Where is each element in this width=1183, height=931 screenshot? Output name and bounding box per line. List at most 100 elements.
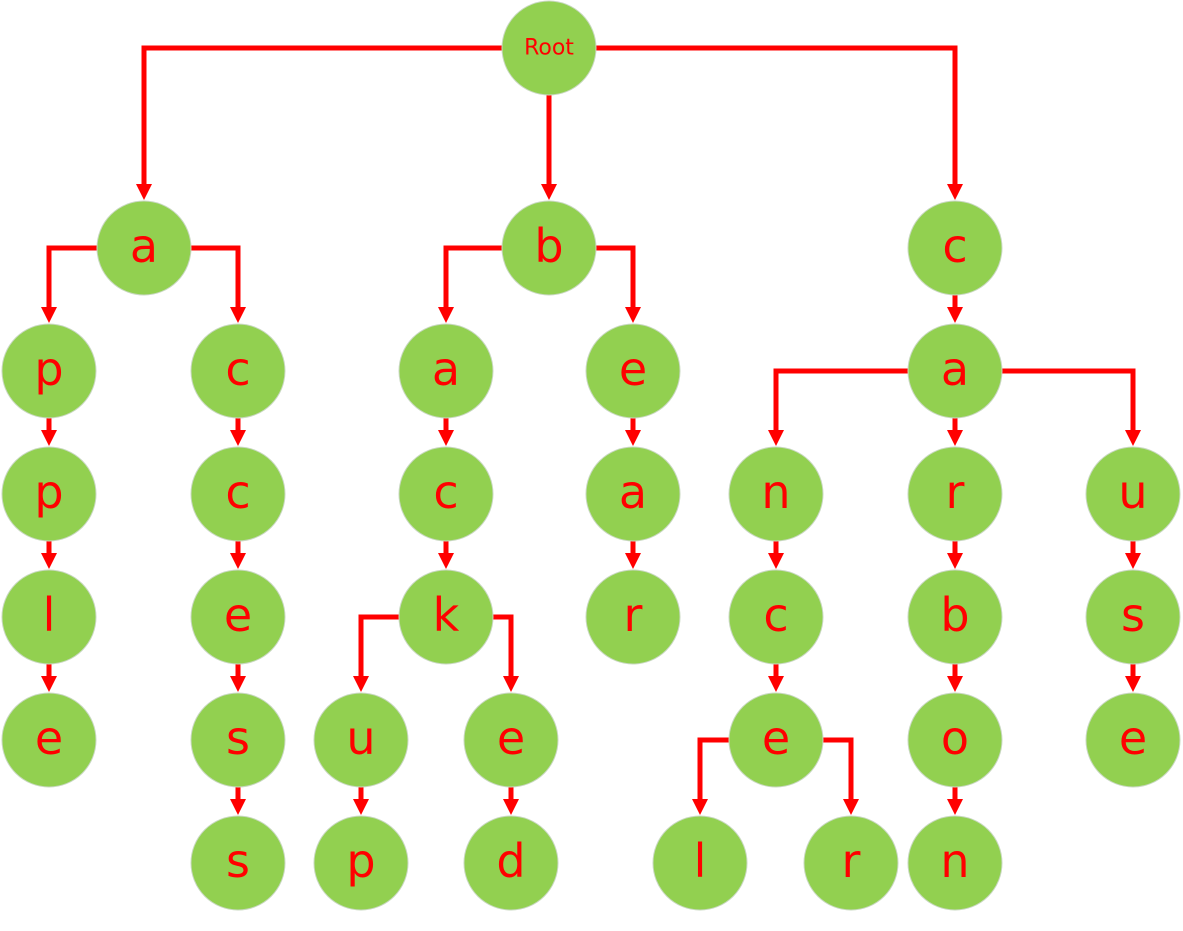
- node-label: e: [497, 711, 525, 765]
- node-label: e: [762, 711, 790, 765]
- trie-node: u: [1085, 446, 1181, 542]
- arrowhead-icon: [41, 430, 57, 446]
- node-label: c: [763, 588, 788, 642]
- node-label: n: [761, 465, 790, 519]
- edge-line: [773, 368, 911, 435]
- node-circle: [190, 569, 286, 665]
- node-circle: [1085, 692, 1181, 788]
- node-label: l: [43, 588, 56, 642]
- trie-node: p: [1, 323, 97, 419]
- node-label: Root: [524, 36, 574, 61]
- edge-arrow: [768, 661, 784, 692]
- edge-arrow: [136, 45, 505, 200]
- trie-node: k: [398, 569, 494, 665]
- node-label: d: [496, 834, 525, 888]
- arrowhead-icon: [230, 799, 246, 815]
- node-circle: [585, 569, 681, 665]
- trie-node: l: [1, 569, 97, 665]
- node-circle: [313, 815, 409, 911]
- node-label: r: [842, 834, 861, 888]
- arrowhead-icon: [947, 184, 963, 200]
- trie-node: Root: [501, 0, 597, 96]
- arrowhead-icon: [625, 430, 641, 446]
- edge-arrow: [230, 784, 246, 815]
- node-circle: [463, 815, 559, 911]
- node-circle: [398, 323, 494, 419]
- edge-arrow: [188, 245, 246, 323]
- trie-node: c: [190, 446, 286, 542]
- node-label: b: [940, 588, 969, 642]
- edge-arrow: [593, 45, 963, 200]
- node-circle: [96, 200, 192, 296]
- node-label: c: [225, 342, 250, 396]
- edge-arrow: [41, 538, 57, 569]
- trie-node: r: [803, 815, 899, 911]
- node-label: r: [946, 465, 965, 519]
- edge-line: [593, 45, 958, 189]
- node-circle: [585, 323, 681, 419]
- trie-node: n: [728, 446, 824, 542]
- edge-arrow: [947, 661, 963, 692]
- trie-node: u: [313, 692, 409, 788]
- node-label: k: [433, 588, 460, 642]
- node-label: p: [34, 465, 63, 519]
- arrowhead-icon: [438, 307, 454, 323]
- node-circle: [398, 446, 494, 542]
- edge-arrow: [947, 538, 963, 569]
- node-circle: [728, 569, 824, 665]
- node-circle: [1085, 569, 1181, 665]
- trie-node: a: [585, 446, 681, 542]
- node-label: s: [226, 711, 250, 765]
- node-label: a: [619, 465, 647, 519]
- node-circle: [728, 446, 824, 542]
- edge-line: [593, 245, 636, 312]
- arrowhead-icon: [438, 553, 454, 569]
- arrowhead-icon: [41, 307, 57, 323]
- trie-node: d: [463, 815, 559, 911]
- arrowhead-icon: [843, 799, 859, 815]
- node-label: l: [694, 834, 707, 888]
- edge-arrow: [692, 737, 732, 815]
- node-label: a: [130, 219, 158, 273]
- edge-arrow: [625, 415, 641, 446]
- node-label: a: [432, 342, 460, 396]
- edge-line: [443, 245, 505, 312]
- node-label: s: [1121, 588, 1145, 642]
- edge-arrow: [768, 368, 911, 446]
- node-label: e: [1119, 711, 1147, 765]
- arrowhead-icon: [947, 553, 963, 569]
- trie-node: e: [1085, 692, 1181, 788]
- arrowhead-icon: [1125, 676, 1141, 692]
- edge-arrow: [438, 245, 505, 323]
- node-label: s: [226, 834, 250, 888]
- edge-arrow: [593, 245, 641, 323]
- arrowhead-icon: [503, 676, 519, 692]
- node-circle: [907, 323, 1003, 419]
- arrowhead-icon: [503, 799, 519, 815]
- node-circle: [501, 200, 597, 296]
- edge-arrow: [353, 614, 402, 692]
- edge-arrow: [947, 292, 963, 323]
- edge-arrow: [1125, 661, 1141, 692]
- node-circle: [907, 692, 1003, 788]
- edge-line: [46, 245, 100, 312]
- edge-line: [490, 614, 514, 681]
- edge-arrow: [947, 784, 963, 815]
- edge-arrow: [490, 614, 519, 692]
- edge-arrow: [41, 245, 100, 323]
- arrowhead-icon: [947, 307, 963, 323]
- trie-node: e: [728, 692, 824, 788]
- trie-node: a: [398, 323, 494, 419]
- node-circle: [728, 692, 824, 788]
- edge-arrow: [230, 415, 246, 446]
- node-circle: [463, 692, 559, 788]
- edge-line: [697, 737, 732, 804]
- node-circle: [190, 815, 286, 911]
- node-circle: [652, 815, 748, 911]
- edge-arrow: [947, 415, 963, 446]
- arrowhead-icon: [1125, 553, 1141, 569]
- edge-arrow: [438, 538, 454, 569]
- node-label: p: [346, 834, 375, 888]
